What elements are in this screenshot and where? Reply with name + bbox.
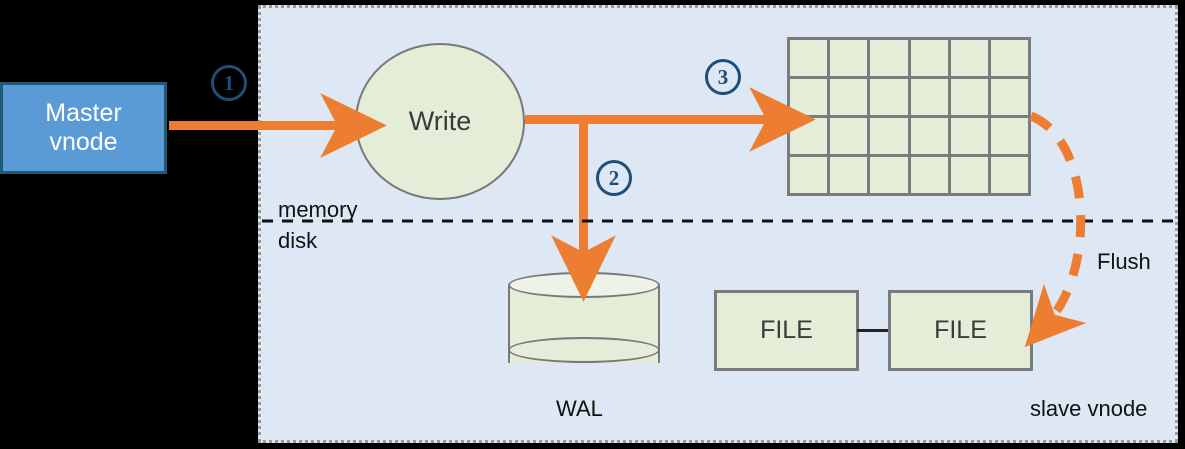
file-box-1-label: FILE	[760, 316, 813, 344]
file-box-2-label: FILE	[934, 316, 987, 344]
memtable-cell	[830, 79, 868, 115]
step-badge-2: 2	[596, 160, 632, 196]
memtable-cell	[870, 40, 908, 76]
memtable-cell	[990, 157, 1028, 193]
step-badge-1: 1	[211, 65, 247, 101]
memtable-cell	[830, 40, 868, 76]
memtable-cell	[910, 157, 948, 193]
file-box-1[interactable]: FILE	[714, 290, 859, 371]
master-vnode-box[interactable]: Master vnode	[0, 82, 167, 174]
memtable-cell	[950, 118, 988, 154]
master-vnode-label-line1: Master	[45, 98, 122, 127]
write-node[interactable]: Write	[355, 43, 525, 200]
memtable-cell	[910, 40, 948, 76]
step-badge-3: 3	[705, 59, 741, 95]
disk-layer-label: disk	[278, 228, 318, 253]
memtable-cell	[950, 79, 988, 115]
memtable-grid	[787, 37, 1031, 196]
memtable-cell	[910, 118, 948, 154]
memtable-cell	[950, 157, 988, 193]
slave-vnode-label: slave vnode	[1030, 396, 1148, 421]
memtable-cell	[870, 118, 908, 154]
write-node-label: Write	[408, 106, 472, 136]
memtable-cell	[990, 79, 1028, 115]
memtable-cell	[910, 79, 948, 115]
file-box-2[interactable]: FILE	[888, 290, 1033, 371]
memtable-cell	[790, 40, 828, 76]
file-connector-line	[857, 329, 889, 332]
memtable-cell	[990, 118, 1028, 154]
wal-caption: WAL	[556, 396, 603, 421]
memtable-cell	[790, 79, 828, 115]
memtable-cell	[830, 157, 868, 193]
master-vnode-label-line2: vnode	[49, 128, 118, 156]
memtable-cell	[990, 40, 1028, 76]
flush-label: Flush	[1097, 249, 1151, 274]
memtable-cell	[830, 118, 868, 154]
wal-cylinder-bottom	[508, 337, 660, 363]
memtable-cell	[790, 118, 828, 154]
memory-layer-label: memory	[278, 197, 358, 222]
memtable-cell	[950, 40, 988, 76]
wal-cylinder-top	[508, 272, 660, 298]
memtable-cell	[870, 157, 908, 193]
memtable-cell	[790, 157, 828, 193]
memtable-cell	[870, 79, 908, 115]
wal-cylinder[interactable]	[508, 272, 660, 375]
